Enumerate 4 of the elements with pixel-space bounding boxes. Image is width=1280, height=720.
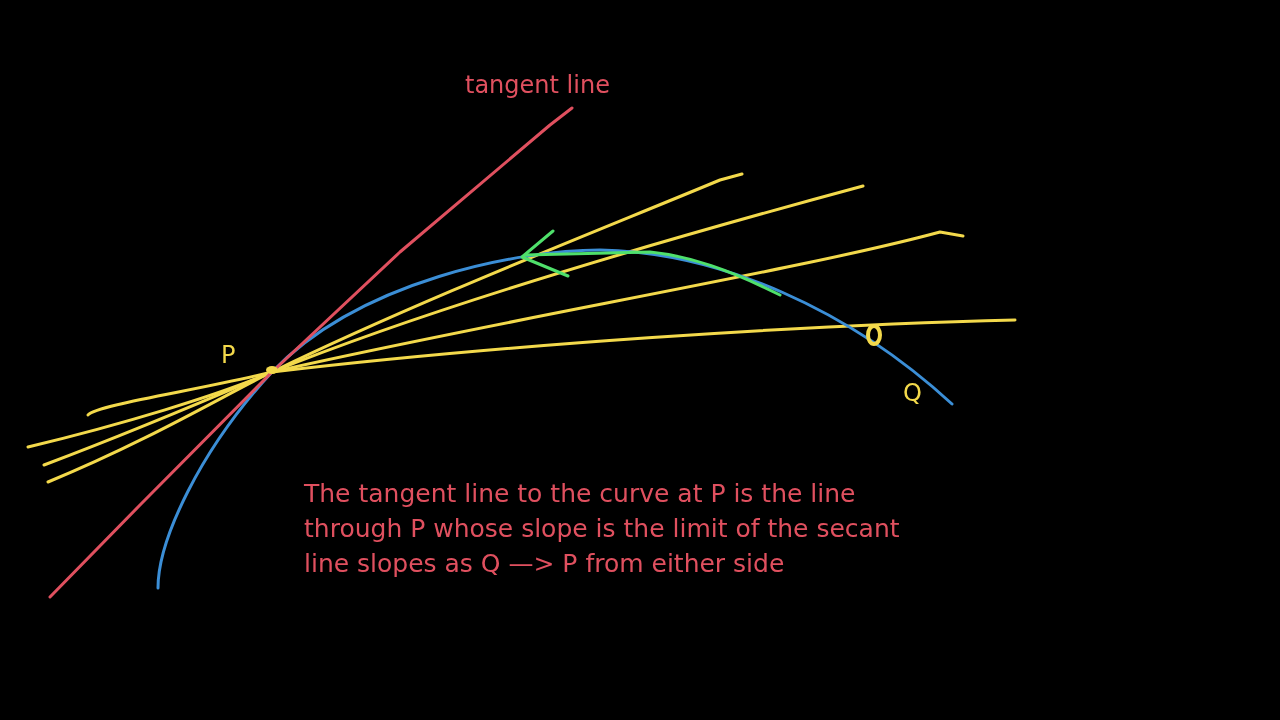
point-label: Q [903, 379, 922, 408]
line-label: tangent line [465, 71, 610, 100]
note-text: The tangent line to the curve at P is the line through P whose slope is the limit of the secant line slopes as Q —> P from either side [304, 478, 901, 580]
point-label: P [221, 341, 236, 370]
